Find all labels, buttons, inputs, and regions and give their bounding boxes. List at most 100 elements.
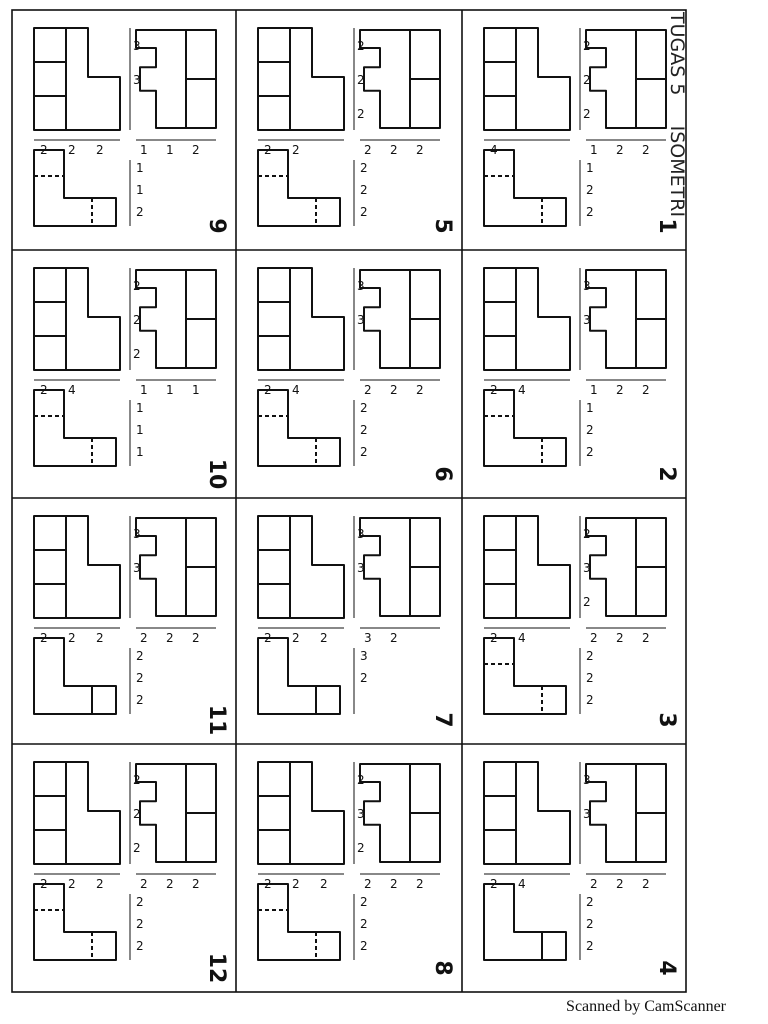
dimension-label: 2 bbox=[133, 347, 141, 361]
dimension-label: 3 bbox=[357, 279, 365, 293]
dimension-label: 2 bbox=[586, 939, 594, 953]
dimension-lines bbox=[258, 28, 440, 226]
dimension-lines bbox=[34, 762, 216, 960]
dimension-label: 1 bbox=[192, 383, 200, 397]
dimension-label: 1 bbox=[136, 401, 144, 415]
dimension-label: 2 bbox=[616, 383, 624, 397]
dimension-label: 2 bbox=[360, 939, 368, 953]
sheet-title: TUGAS 5 ISOMETRI bbox=[666, 12, 688, 218]
dimension-label: 2 bbox=[416, 877, 424, 891]
top-view-outline bbox=[33, 149, 117, 227]
dimension-label: 3 bbox=[357, 313, 365, 327]
dimension-lines bbox=[484, 28, 666, 226]
dimension-label: 2 bbox=[140, 877, 148, 891]
dimension-label: 2 bbox=[590, 631, 598, 645]
front-view-column bbox=[483, 267, 517, 371]
dimension-lines bbox=[258, 762, 440, 960]
dimension-label: 2 bbox=[68, 143, 76, 157]
dimension-label: 1 bbox=[136, 423, 144, 437]
dimension-label: 2 bbox=[192, 631, 200, 645]
front-view-outline bbox=[290, 27, 345, 131]
front-view-outline bbox=[66, 515, 121, 619]
dimension-label: 2 bbox=[133, 841, 141, 855]
dimension-label: 3 bbox=[583, 773, 591, 787]
dimension-label: 2 bbox=[490, 877, 498, 891]
dimension-label: 2 bbox=[68, 631, 76, 645]
dimension-label: 2 bbox=[264, 383, 272, 397]
dimension-label: 2 bbox=[292, 143, 300, 157]
side-view-outline bbox=[585, 517, 667, 617]
dimension-label: 2 bbox=[616, 143, 624, 157]
side-view-outline bbox=[585, 269, 667, 369]
dimension-label: 4 bbox=[518, 631, 526, 645]
dimension-label: 2 bbox=[96, 631, 104, 645]
dimension-label: 2 bbox=[292, 631, 300, 645]
dimension-label: 2 bbox=[583, 595, 591, 609]
dimension-label: 2 bbox=[360, 205, 368, 219]
problem-number: 5 bbox=[430, 218, 455, 233]
top-view-outline bbox=[33, 389, 117, 467]
dimension-label: 1 bbox=[136, 161, 144, 175]
dimension-label: 2 bbox=[96, 143, 104, 157]
dimension-label: 2 bbox=[96, 877, 104, 891]
problem-number: 11 bbox=[204, 705, 229, 736]
dimension-label: 2 bbox=[357, 841, 365, 855]
dimension-label: 2 bbox=[357, 73, 365, 87]
dimension-label: 4 bbox=[490, 143, 498, 157]
dimension-label: 2 bbox=[166, 631, 174, 645]
problem-number: 7 bbox=[430, 712, 455, 727]
dimension-label: 1 bbox=[136, 183, 144, 197]
dimension-label: 2 bbox=[642, 383, 650, 397]
front-view-column bbox=[33, 761, 67, 865]
dimension-label: 4 bbox=[518, 877, 526, 891]
dimension-label: 2 bbox=[320, 631, 328, 645]
dimension-label: 2 bbox=[583, 527, 591, 541]
side-view-outline bbox=[359, 269, 441, 369]
dimension-label: 1 bbox=[166, 383, 174, 397]
dimension-label: 2 bbox=[40, 877, 48, 891]
dimension-label: 2 bbox=[40, 143, 48, 157]
dimension-label: 2 bbox=[490, 631, 498, 645]
dimension-label: 3 bbox=[133, 39, 141, 53]
side-view-outline bbox=[359, 29, 441, 129]
problem-number: 1 bbox=[654, 218, 679, 233]
front-view-column bbox=[257, 761, 291, 865]
dimension-label: 2 bbox=[390, 383, 398, 397]
dimension-lines bbox=[258, 268, 440, 466]
front-view-outline bbox=[290, 267, 345, 371]
problem-number: 2 bbox=[654, 466, 679, 481]
dimension-label: 3 bbox=[360, 649, 368, 663]
dimension-lines bbox=[34, 516, 216, 714]
front-view-outline bbox=[516, 27, 571, 131]
side-view-outline bbox=[359, 763, 441, 863]
dimension-label: 2 bbox=[364, 877, 372, 891]
dimension-label: 2 bbox=[642, 143, 650, 157]
dimension-label: 3 bbox=[357, 527, 365, 541]
front-view-outline bbox=[290, 515, 345, 619]
dimension-label: 2 bbox=[136, 939, 144, 953]
problem-number: 4 bbox=[654, 960, 679, 975]
dimension-label: 2 bbox=[360, 895, 368, 909]
dimension-label: 1 bbox=[586, 161, 594, 175]
dimension-label: 2 bbox=[416, 383, 424, 397]
dimension-label: 2 bbox=[360, 917, 368, 931]
dimension-label: 2 bbox=[320, 877, 328, 891]
dimension-label: 4 bbox=[68, 383, 76, 397]
problem-number: 8 bbox=[430, 960, 455, 975]
top-view-outline bbox=[483, 883, 567, 961]
dimension-label: 2 bbox=[192, 877, 200, 891]
top-view-outline bbox=[483, 149, 567, 227]
problem-number: 6 bbox=[430, 466, 455, 481]
dimension-lines bbox=[484, 268, 666, 466]
dimension-label: 2 bbox=[583, 39, 591, 53]
dimension-label: 2 bbox=[364, 143, 372, 157]
top-view-outline bbox=[257, 637, 341, 715]
dimension-label: 2 bbox=[583, 107, 591, 121]
